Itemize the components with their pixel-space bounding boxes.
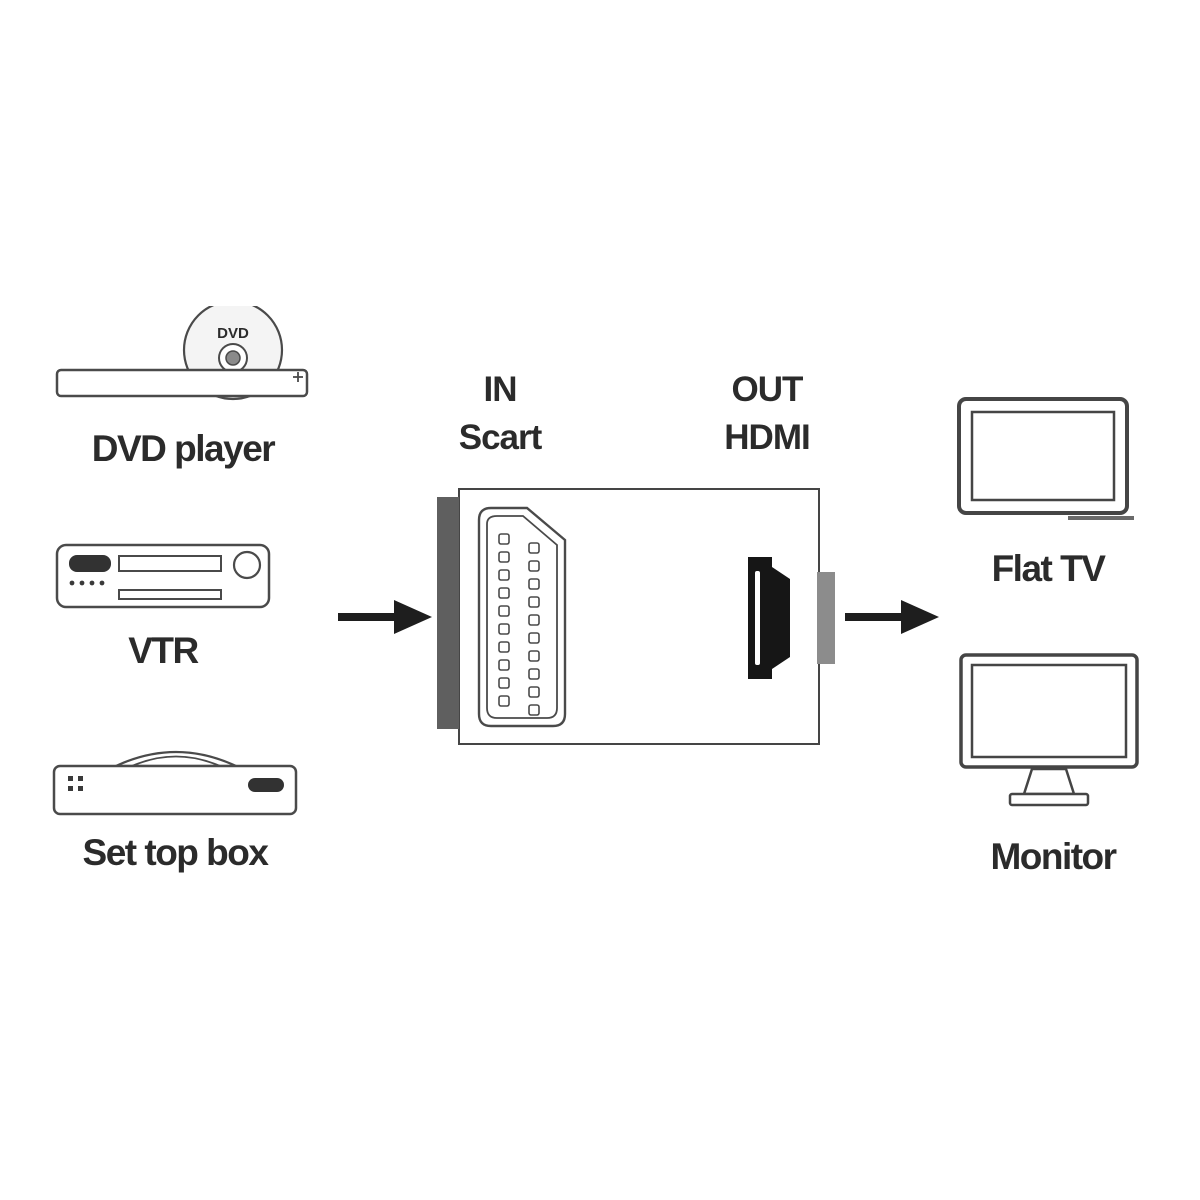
out-hdmi-label: OUT HDMI [667,366,867,463]
flat-tv-icon [956,396,1142,530]
monitor-icon [958,652,1142,818]
arrow-out-icon [845,596,941,638]
out-label: OUT [731,370,804,409]
flat-tv-label: Flat TV [991,548,1106,589]
hdmi-side-bar [817,572,835,664]
vtr-label: VTR [128,630,199,671]
scart-connector-icon [477,506,575,728]
dvd-player-icon: DVD [55,306,311,404]
dvd-disc-label: DVD [217,325,249,342]
in-label: IN [483,370,518,409]
dvd-player-label: DVD player [91,428,276,469]
hdmi-connector-icon [746,555,794,681]
in-scart-label: IN Scart [400,366,600,463]
hdmi-label: HDMI [724,418,810,458]
scart-label: Scart [458,418,543,458]
arrow-in-icon [338,596,434,638]
set-top-box-label: Set top box [82,832,269,873]
set-top-box-icon [52,736,298,820]
monitor-label: Monitor [990,836,1117,877]
vtr-icon [55,543,271,621]
scart-plug-bar [437,497,459,729]
